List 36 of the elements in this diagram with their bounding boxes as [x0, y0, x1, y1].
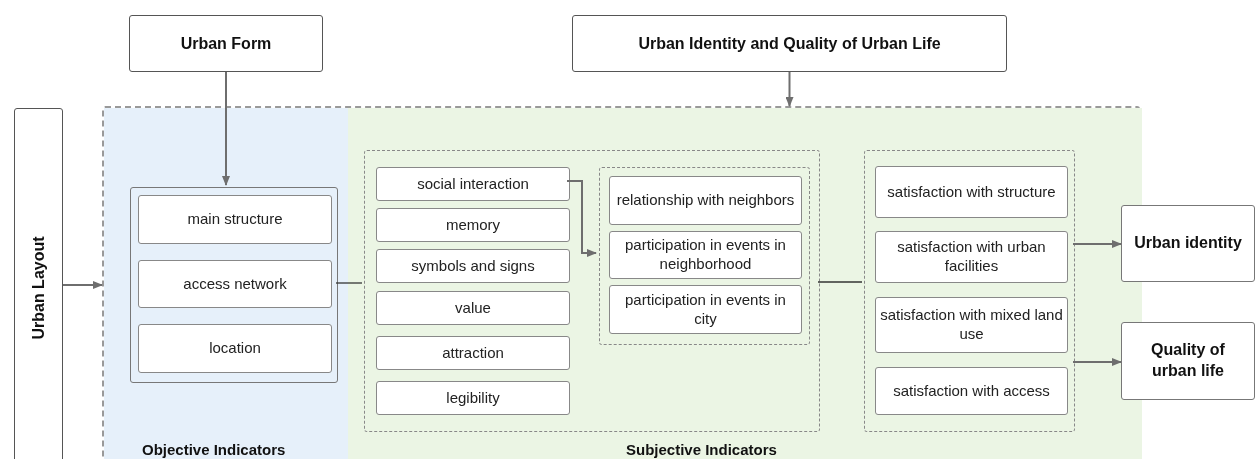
- indicator-box: location: [138, 324, 332, 373]
- heading-box: Urban Layout: [14, 108, 63, 459]
- arrow: [62, 281, 103, 289]
- heading-box: Urban Identity and Quality of Urban Life: [572, 15, 1007, 72]
- dashed-group: [364, 150, 820, 432]
- dashed-group: [864, 150, 1075, 432]
- indicator-band: [104, 108, 348, 459]
- band-title: Objective Indicators: [142, 440, 286, 459]
- indicator-box: social interaction: [376, 167, 570, 201]
- dashed-group: [599, 167, 810, 345]
- arrow: [566, 180, 597, 257]
- indicator-box: satisfaction with structure: [875, 166, 1068, 218]
- arrow: [222, 71, 230, 186]
- outcome-box: Quality of urban life: [1121, 322, 1255, 400]
- indicator-box: satisfaction with mixed land use: [875, 297, 1068, 353]
- indicator-box: value: [376, 291, 570, 325]
- indicator-box: attraction: [376, 336, 570, 370]
- connector-line: [335, 282, 363, 284]
- indicator-box: participation in events in city: [609, 285, 802, 334]
- band-title: Subjective Indicators: [626, 440, 777, 459]
- indicator-box: satisfaction with access: [875, 367, 1068, 415]
- arrow: [785, 71, 794, 107]
- indicator-box: access network: [138, 260, 332, 308]
- indicator-box: participation in events in neighborhood: [609, 231, 802, 279]
- connector-line: [817, 281, 863, 283]
- indicator-box: memory: [376, 208, 570, 242]
- indicator-box: legibility: [376, 381, 570, 415]
- arrow: [1072, 240, 1122, 248]
- arrow: [1072, 358, 1122, 366]
- heading-box: Urban Form: [129, 15, 323, 72]
- indicator-box: symbols and signs: [376, 249, 570, 283]
- outcome-box: Urban identity: [1121, 205, 1255, 282]
- indicator-box: main structure: [138, 195, 332, 244]
- indicator-box: relationship with neighbors: [609, 176, 802, 225]
- indicator-box: satisfaction with urban facilities: [875, 231, 1068, 283]
- group-box: [130, 187, 338, 383]
